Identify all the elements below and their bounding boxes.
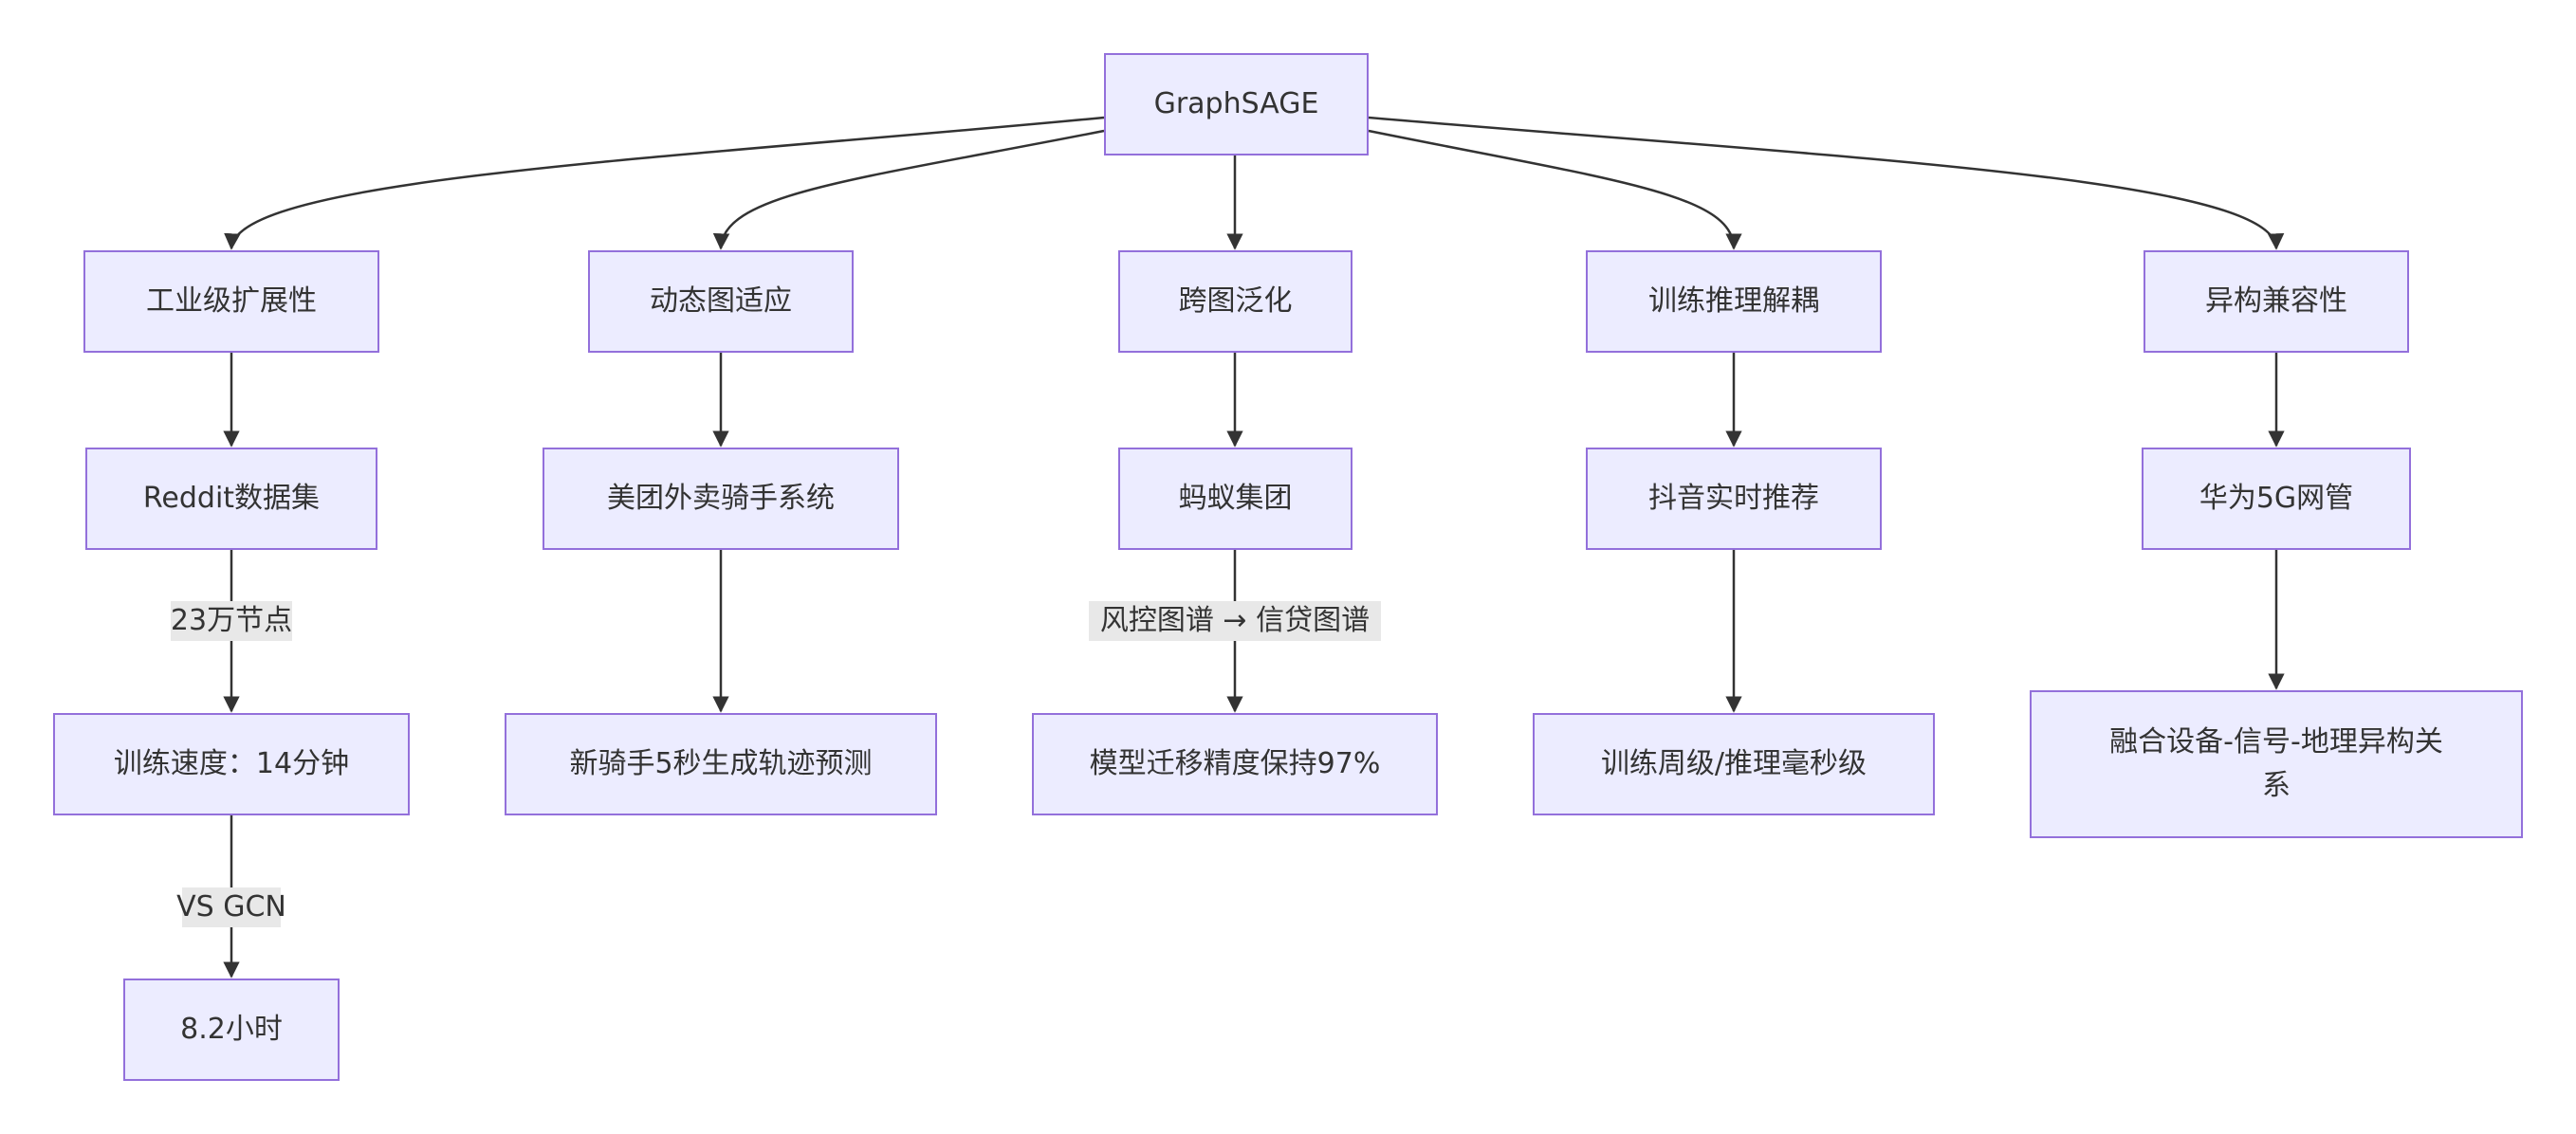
node-fusion-relations: 融合设备-信号-地理异构关系 xyxy=(2030,690,2523,838)
node-meituan: 美团外卖骑手系统 xyxy=(543,448,899,550)
edge-root-to-hetero xyxy=(1368,116,2285,250)
node-gcn-time: 8.2小时 xyxy=(123,979,340,1081)
node-weekly-training: 训练周级/推理毫秒级 xyxy=(1533,713,1935,815)
node-douyin: 抖音实时推荐 xyxy=(1586,448,1882,550)
edge-root-to-dynamic xyxy=(712,129,1105,250)
edge-label-graph-transfer: 风控图谱 → 信贷图谱 xyxy=(1089,601,1381,641)
node-dynamic-graph: 动态图适应 xyxy=(588,250,854,353)
node-cross-graph: 跨图泛化 xyxy=(1118,250,1352,353)
node-rider-prediction: 新骑手5秒生成轨迹预测 xyxy=(505,713,937,815)
node-ant: 蚂蚁集团 xyxy=(1118,448,1352,550)
node-training-speed: 训练速度：14分钟 xyxy=(53,713,410,815)
edge-root-to-scale xyxy=(224,116,1105,250)
node-reddit: Reddit数据集 xyxy=(85,448,377,550)
node-decoupling: 训练推理解耦 xyxy=(1586,250,1882,353)
node-huawei: 华为5G网管 xyxy=(2142,448,2411,550)
node-transfer-accuracy: 模型迁移精度保持97% xyxy=(1032,713,1438,815)
edge-label-nodes: 23万节点 xyxy=(171,601,292,641)
node-industrial-scalability: 工业级扩展性 xyxy=(83,250,379,353)
edge-root-to-decouple xyxy=(1368,129,1742,250)
edge-label-vs-gcn: VS GCN xyxy=(176,887,286,927)
node-heterogeneous: 异构兼容性 xyxy=(2144,250,2409,353)
node-graphsage: GraphSAGE xyxy=(1104,53,1369,155)
